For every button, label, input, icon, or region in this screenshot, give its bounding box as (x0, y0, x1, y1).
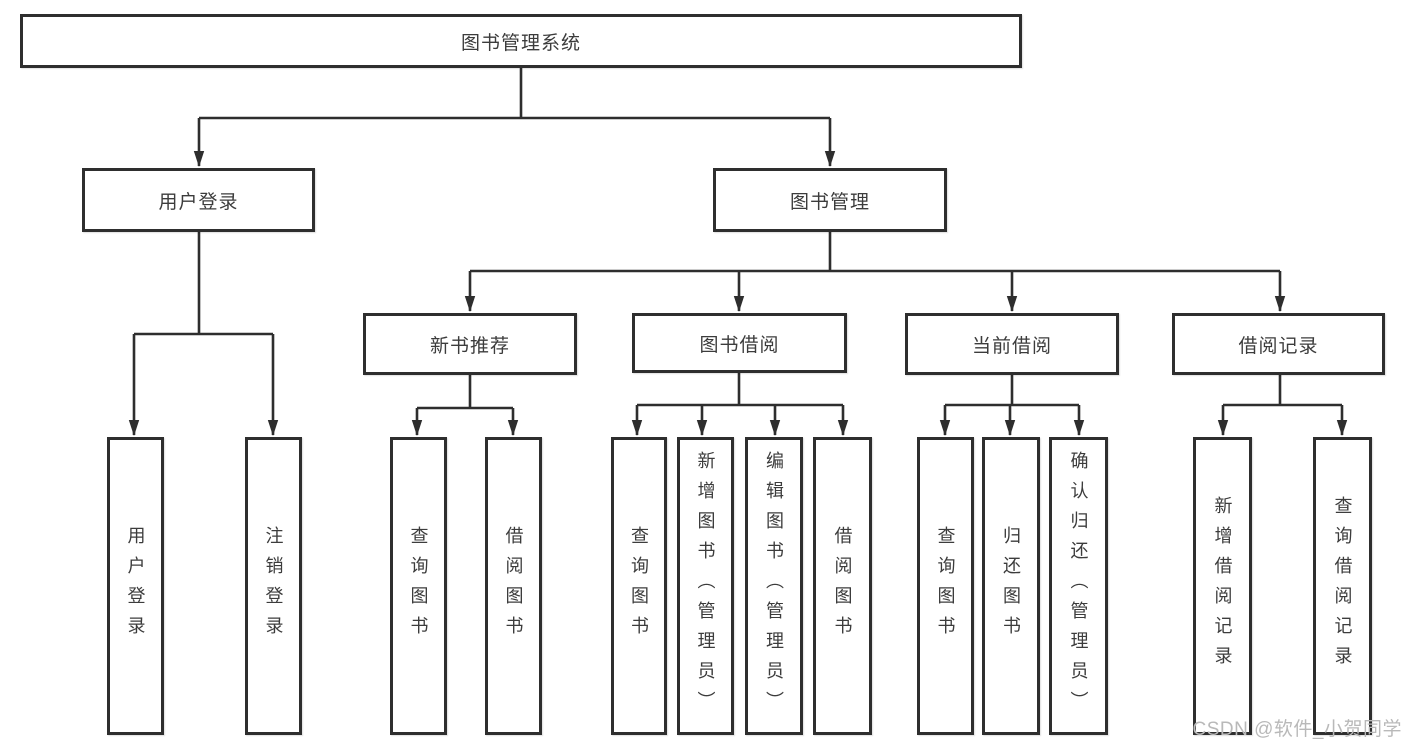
leaf-query-borrow-record: 查询借阅记录 (1313, 437, 1372, 735)
node-new-book-recommend: 新书推荐 (363, 313, 577, 375)
node-borrow-records: 借阅记录 (1172, 313, 1385, 375)
leaf-confirm-return-admin: 确认归还（管理员） (1049, 437, 1108, 735)
leaf-label: 新增借阅记录 (1212, 496, 1233, 676)
node-user-login: 用户登录 (82, 168, 315, 232)
node-label: 当前借阅 (971, 335, 1052, 357)
leaf-label: 用户登录 (125, 526, 146, 646)
leaf-add-borrow-record: 新增借阅记录 (1193, 437, 1252, 735)
node-label: 图书管理系统 (460, 32, 581, 54)
leaf-query-books-recommend: 查询图书 (390, 437, 447, 735)
leaf-label: 查询借阅记录 (1332, 496, 1353, 676)
leaf-edit-book-admin: 编辑图书（管理员） (745, 437, 803, 735)
node-book-management: 图书管理 (713, 168, 947, 232)
connector-new-book-recommend (411, 375, 519, 436)
leaf-label: 查询图书 (408, 526, 429, 646)
connector-user-login (128, 232, 279, 436)
connector-current-borrow (939, 375, 1085, 436)
leaf-label: 借阅图书 (503, 526, 524, 646)
leaf-label: 新增图书（管理员） (695, 451, 716, 721)
node-label: 借阅记录 (1238, 335, 1319, 357)
node-label: 新书推荐 (429, 335, 510, 357)
leaf-query-books-current: 查询图书 (917, 437, 974, 735)
leaf-user-login: 用户登录 (107, 437, 164, 735)
connector-book-management (464, 232, 1286, 312)
node-book-borrow: 图书借阅 (632, 313, 847, 373)
connector-book-borrow (631, 373, 849, 436)
node-label: 图书管理 (789, 191, 870, 213)
leaf-return-book: 归还图书 (982, 437, 1040, 735)
connector-borrow-records (1217, 375, 1348, 436)
node-label: 图书借阅 (699, 334, 780, 356)
connector-root (193, 68, 836, 167)
leaf-label: 归还图书 (1001, 526, 1021, 646)
leaf-label: 查询图书 (935, 526, 956, 646)
leaf-label: 编辑图书（管理员） (764, 451, 784, 721)
node-current-borrow: 当前借阅 (905, 313, 1119, 375)
leaf-label: 查询图书 (629, 526, 649, 646)
watermark: CSDN @软件_小贺同学 (1192, 719, 1402, 740)
leaf-logout: 注销登录 (245, 437, 302, 735)
node-label: 用户登录 (158, 191, 239, 213)
leaf-query-books-borrow: 查询图书 (611, 437, 667, 735)
leaf-add-book-admin: 新增图书（管理员） (677, 437, 734, 735)
leaf-label: 确认归还（管理员） (1068, 451, 1089, 721)
leaf-label: 借阅图书 (832, 526, 853, 646)
leaf-label: 注销登录 (263, 526, 284, 646)
leaf-borrow-books: 借阅图书 (813, 437, 872, 735)
leaf-borrow-books-recommend: 借阅图书 (485, 437, 542, 735)
node-library-system: 图书管理系统 (20, 14, 1022, 68)
